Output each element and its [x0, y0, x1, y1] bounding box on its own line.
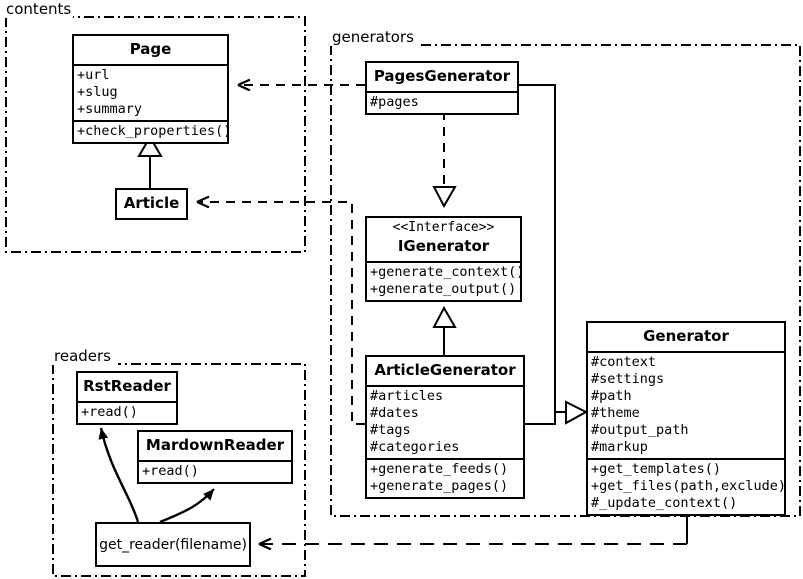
class-attributes-section: +url +slug +summary	[74, 64, 227, 120]
class-name-article: Article	[123, 194, 180, 212]
class-name-pagesgenerator: PagesGenerator	[373, 67, 511, 85]
attribute-row: +summary	[77, 101, 143, 117]
package-label-generators: generators	[330, 28, 416, 46]
class-name-articlegenerator: ArticleGenerator	[374, 361, 516, 379]
class-name-rstreader: RstReader	[83, 377, 171, 395]
class-name-page: Page	[129, 40, 172, 58]
attribute-row: +slug	[77, 84, 118, 100]
class-name-igenerator: IGenerator	[397, 237, 490, 255]
class-name-generator: Generator	[643, 327, 729, 345]
class-box-article[interactable]: Article	[115, 188, 188, 220]
class-name-section: MardownReader	[139, 432, 291, 460]
attribute-row: #tags	[370, 422, 411, 438]
class-operations-section: +check_properties()	[74, 120, 232, 142]
class-attributes-section: #context #settings #path #theme #output_…	[588, 351, 784, 458]
operation-row: +read()	[142, 463, 199, 479]
operation-row: +generate_output()	[370, 281, 517, 297]
operation-row: #_update_context()	[591, 495, 738, 511]
operation-row: +generate_feeds()	[370, 461, 509, 477]
function-box-get-reader[interactable]: get_reader(filename)	[95, 522, 251, 567]
operation-row: +read()	[81, 404, 138, 420]
generalization-generators-to-generator	[519, 84, 589, 425]
class-box-mardownreader[interactable]: MardownReader +read()	[137, 430, 293, 484]
package-frame-contents	[5, 16, 306, 253]
attribute-row: #context	[591, 354, 657, 370]
class-operations-section: +read()	[139, 460, 291, 482]
attribute-row: #pages	[370, 94, 419, 110]
operation-row: +check_properties()	[77, 123, 232, 139]
generalization-article-to-page	[137, 135, 163, 188]
class-box-articlegenerator[interactable]: ArticleGenerator #articles #dates #tags …	[365, 355, 525, 499]
class-box-igenerator[interactable]: <<Interface>> IGenerator +generate_conte…	[365, 216, 525, 302]
attribute-row: #settings	[591, 371, 665, 387]
class-operations-section: +generate_context() +generate_output()	[367, 261, 525, 300]
class-name-section: Generator	[588, 323, 784, 351]
attribute-row: #articles	[370, 388, 444, 404]
class-name-section: Page	[74, 36, 227, 64]
attribute-row: +url	[77, 67, 110, 83]
class-box-pagesgenerator[interactable]: PagesGenerator #pages	[365, 61, 519, 115]
realization-pagesgenerator-to-igenerator	[432, 111, 457, 209]
class-name-section: ArticleGenerator	[367, 357, 523, 385]
class-attributes-section: #pages	[367, 91, 517, 113]
class-box-rstreader[interactable]: RstReader +read()	[76, 371, 178, 425]
class-operations-section: +generate_feeds() +generate_pages()	[367, 458, 523, 497]
class-stereotype-igenerator: <<Interface>>	[392, 220, 495, 235]
dependency-articlegenerator-to-article	[197, 202, 365, 425]
generalization-articlegenerator-to-igenerator	[432, 305, 457, 355]
class-box-generator[interactable]: Generator #context #settings #path #them…	[586, 321, 786, 516]
attribute-row: #markup	[591, 439, 648, 455]
attribute-row: #output_path	[591, 422, 689, 438]
package-frame-generators	[330, 44, 801, 517]
creates-getreader-to-mardownreader	[159, 488, 215, 524]
package-label-readers: readers	[52, 347, 113, 365]
package-label-contents: contents	[4, 0, 74, 18]
attribute-row: #path	[591, 388, 632, 404]
class-operations-section: +read()	[78, 401, 176, 423]
function-label-get-reader: get_reader(filename)	[99, 536, 247, 553]
class-box-page[interactable]: Page +url +slug +summary +check_properti…	[72, 34, 232, 144]
class-operations-section: +get_templates() +get_files(path,exclude…	[588, 458, 787, 514]
class-name-section: RstReader	[78, 373, 176, 401]
class-name-section: Article	[117, 190, 186, 218]
creates-getreader-to-rstreader	[98, 427, 140, 523]
operation-row: +get_templates()	[591, 461, 722, 477]
operation-row: +generate_pages()	[370, 478, 509, 494]
attribute-row: #dates	[370, 405, 419, 421]
package-frame-readers	[52, 363, 306, 577]
class-attributes-section: #articles #dates #tags #categories	[367, 385, 523, 458]
class-name-section: PagesGenerator	[367, 63, 517, 91]
operation-row: +get_files(path,exclude)	[591, 478, 787, 494]
attribute-row: #categories	[370, 439, 460, 455]
operation-row: +generate_context()	[370, 264, 525, 280]
class-name-mardownreader: MardownReader	[145, 436, 285, 454]
class-name-section: <<Interface>> IGenerator	[367, 218, 520, 261]
attribute-row: #theme	[591, 405, 640, 421]
